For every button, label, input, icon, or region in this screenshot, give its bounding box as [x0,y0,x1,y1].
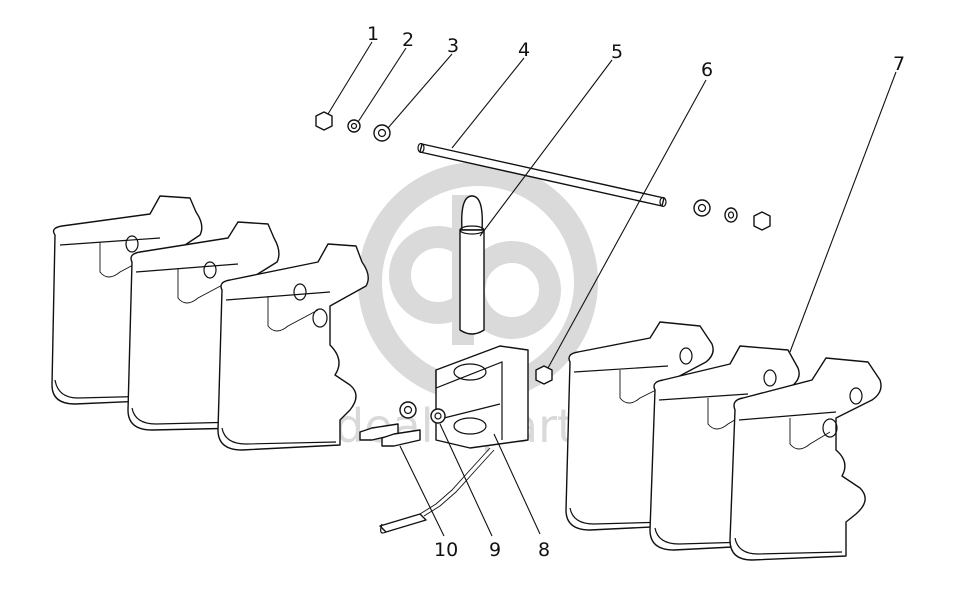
callout-7: 7 [893,53,905,75]
callout-labels: 1 2 3 4 5 6 7 8 9 10 [367,23,905,561]
bolts-10 [359,423,421,447]
leader-5 [479,59,613,237]
callout-8: 8 [538,539,550,561]
leader-3 [387,53,453,129]
washers-9 [399,401,446,424]
leader-10 [399,445,445,537]
hitch-pin [459,195,485,335]
callout-4: 4 [518,39,530,61]
leader-7 [789,71,897,353]
lynch-pin-chain [379,447,495,534]
callout-6: 6 [701,59,713,81]
callout-5: 5 [611,41,623,63]
threaded-rod [417,142,667,208]
nut-6 [535,365,553,385]
leader-4 [451,57,525,149]
hitch-bracket [435,345,529,449]
callout-9: 9 [489,539,501,561]
callout-10: 10 [434,539,458,561]
leader-2 [357,47,407,123]
leader-lines [327,41,897,537]
weight-left-3 [217,243,369,451]
leader-8 [493,433,541,535]
leader-1 [327,41,373,115]
rod-end-hardware [693,199,771,231]
callout-3: 3 [447,35,459,57]
callout-2: 2 [402,29,414,51]
leader-9 [439,423,493,537]
callout-1: 1 [367,23,379,45]
leader-6 [547,79,707,369]
top-hardware [315,111,391,142]
weight-right-1 [565,321,714,531]
weight-right-3 [729,357,882,561]
